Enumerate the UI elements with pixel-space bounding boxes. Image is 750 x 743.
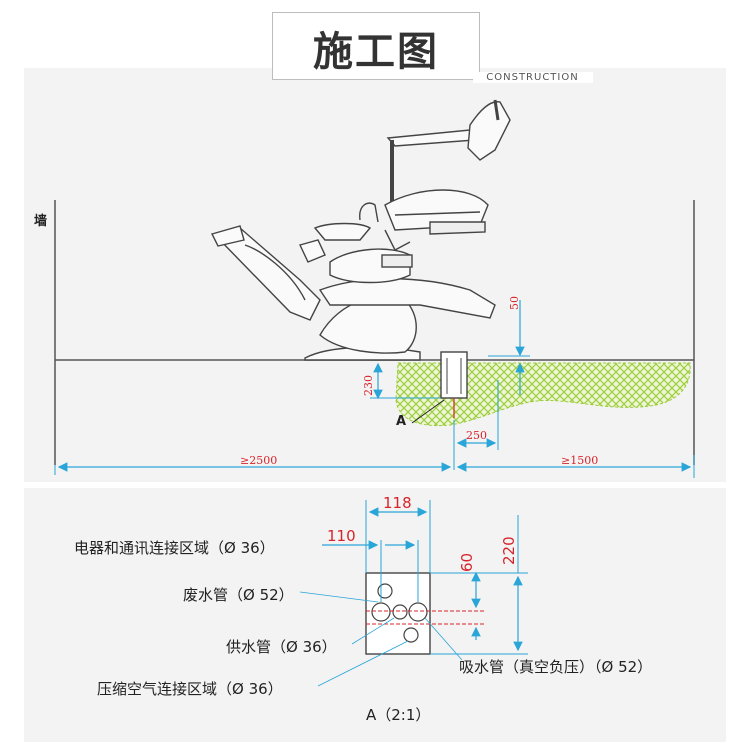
label-suction: 吸水管（真空负压）（Ø 52） [459, 658, 653, 676]
label-electrical: 电器和通讯连接区域（Ø 36） [74, 539, 275, 557]
detail-a-pointer [411, 399, 445, 424]
dimension-1500-text: ≥1500 [561, 454, 599, 467]
dimension-60-text: 60 [458, 552, 476, 572]
point-a-label: A [396, 414, 407, 429]
floor-box-outline [440, 351, 468, 399]
dental-chair-illustration [210, 99, 511, 361]
waste-water-hole [371, 602, 391, 622]
dimension-220-text: 220 [500, 536, 518, 565]
title-box: 施工图 [272, 12, 480, 80]
page-title: 施工图 [313, 29, 439, 75]
detail-caption: A（2:1） [366, 706, 431, 724]
label-waste-water: 废水管（Ø 52） [183, 586, 294, 604]
connection-area-hatch [395, 362, 691, 427]
dimension-50-text: 50 [508, 296, 521, 310]
suction-hole [408, 602, 428, 622]
compressed-air-hole [403, 627, 419, 643]
wall-label: 墙 [34, 214, 48, 229]
dimension-230-text: 230 [362, 375, 375, 396]
water-supply-hole [392, 604, 408, 620]
dimension-118-text: 118 [383, 494, 412, 512]
dimension-110-text: 110 [327, 527, 356, 545]
dimension-250-text: 250 [466, 429, 487, 442]
dimension-2500-text: ≥2500 [240, 454, 278, 467]
page-subtitle: CONSTRUCTION [472, 72, 593, 83]
electrical-hole [377, 583, 393, 599]
label-water-supply: 供水管（Ø 36） [226, 638, 337, 656]
label-compressed-air: 压缩空气连接区域（Ø 36） [97, 680, 283, 698]
